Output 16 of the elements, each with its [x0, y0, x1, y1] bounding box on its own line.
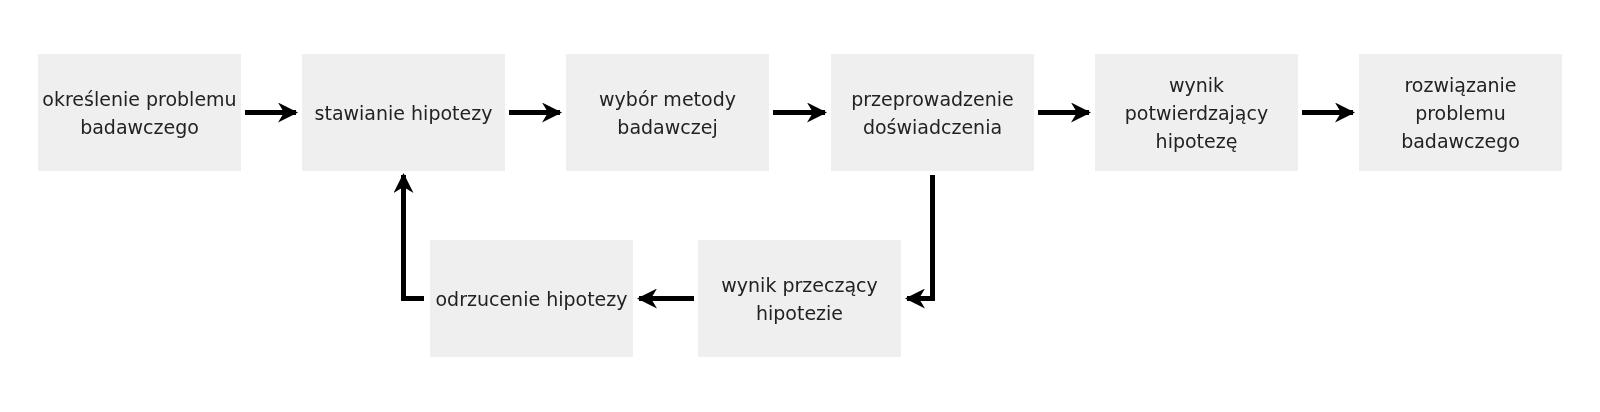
arrow — [905, 175, 935, 309]
box-label: wybór metody badawczej — [598, 86, 737, 140]
box-label: odrzucenie hipotezy — [435, 286, 628, 312]
box-label: stawianie hipotezy — [314, 100, 493, 126]
box-label: wynik potwierdzający hipotezę — [1123, 72, 1270, 154]
arrow — [393, 173, 424, 301]
box-label: określenie problemu badawczego — [42, 86, 237, 140]
arrow — [637, 288, 694, 309]
box-label: przeprowadzenie doświadczenia — [850, 86, 1015, 140]
box-label: rozwiązanie problemu badawczego — [1400, 72, 1521, 154]
arrow — [773, 102, 827, 123]
arrow — [1302, 102, 1355, 123]
arrow — [509, 102, 562, 123]
arrow — [1038, 102, 1091, 123]
box-label: wynik przeczący hipotezie — [720, 272, 879, 326]
arrow — [245, 102, 298, 123]
